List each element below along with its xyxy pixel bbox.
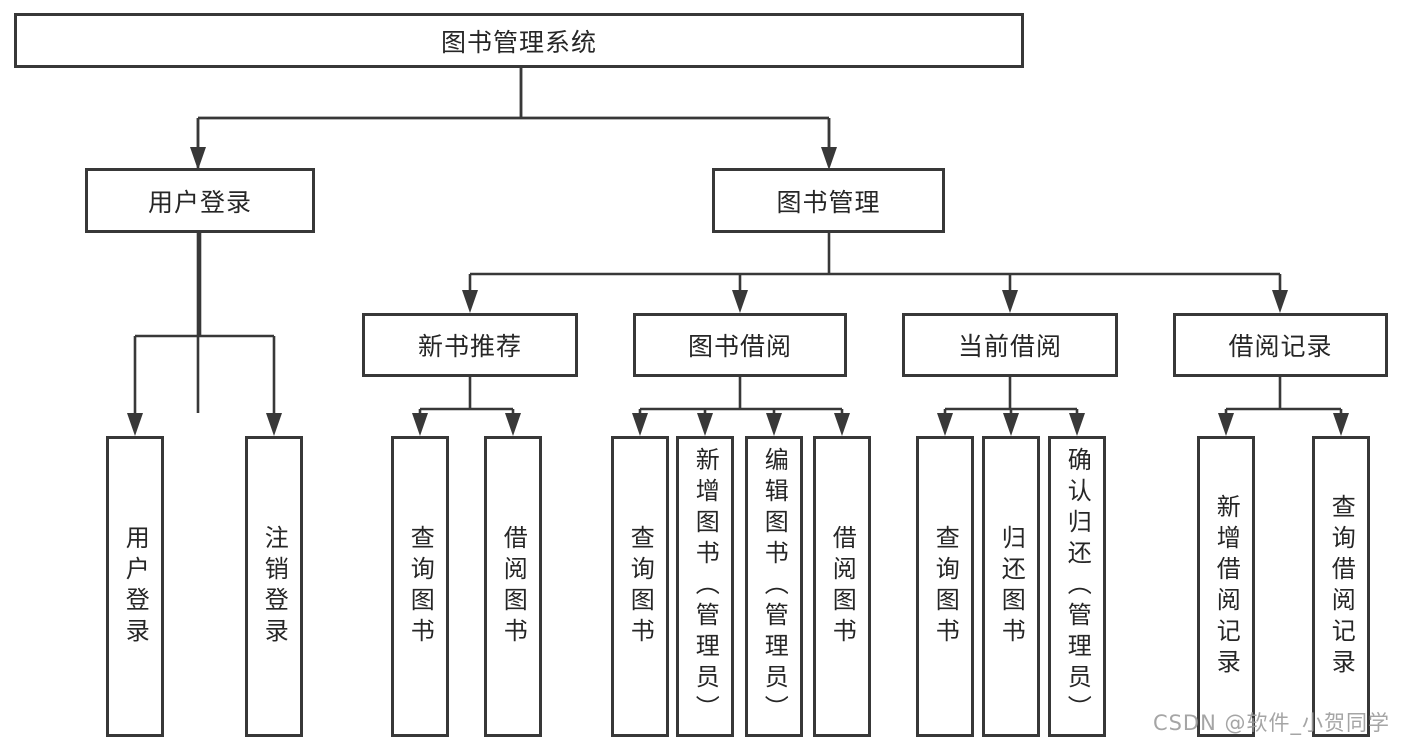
node-book-management-label: 图书管理: [776, 187, 881, 217]
node-user-login-label: 用户登录: [147, 187, 252, 217]
leaf-bb-borrow-book-label: 借阅图书: [828, 524, 857, 649]
leaf-bb-edit-book-label: 编辑图书（管理员）: [760, 447, 789, 726]
leaf-br-query-record: 查询借阅记录: [1312, 436, 1370, 737]
leaf-br-add-record-label: 新增借阅记录: [1212, 493, 1241, 680]
leaf-cb-query-book-label: 查询图书: [931, 524, 960, 649]
node-borrow-record: 借阅记录: [1173, 313, 1388, 377]
leaf-cb-query-book: 查询图书: [916, 436, 974, 737]
leaf-cb-confirm-return: 确认归还（管理员）: [1048, 436, 1106, 737]
leaf-user-login-label: 用户登录: [121, 524, 150, 649]
leaf-br-add-record: 新增借阅记录: [1197, 436, 1255, 737]
leaf-logout: 注销登录: [245, 436, 303, 737]
node-book-management: 图书管理: [712, 168, 945, 233]
leaf-cb-confirm-return-label: 确认归还（管理员）: [1063, 447, 1092, 726]
leaf-bb-query-book-label: 查询图书: [626, 524, 655, 649]
leaf-user-login: 用户登录: [106, 436, 164, 737]
node-borrow-record-label: 借阅记录: [1228, 332, 1333, 361]
leaf-cb-return-book-label: 归还图书: [997, 524, 1026, 649]
leaf-logout-label: 注销登录: [260, 524, 289, 649]
node-new-book-recommend-label: 新书推荐: [417, 332, 522, 361]
node-current-borrow: 当前借阅: [902, 313, 1118, 377]
arrowheads: [127, 147, 1349, 436]
leaf-nr-borrow-book: 借阅图书: [484, 436, 542, 737]
leaf-bb-add-book: 新增图书（管理员）: [676, 436, 734, 737]
leaf-bb-edit-book: 编辑图书（管理员）: [745, 436, 803, 737]
leaf-bb-borrow-book: 借阅图书: [813, 436, 871, 737]
leaf-nr-query-book-label: 查询图书: [406, 524, 435, 649]
node-book-borrow: 图书借阅: [633, 313, 847, 377]
node-user-login: 用户登录: [85, 168, 315, 233]
node-root-label: 图书管理系统: [440, 27, 597, 57]
node-new-book-recommend: 新书推荐: [362, 313, 578, 377]
leaf-cb-return-book: 归还图书: [982, 436, 1040, 737]
leaf-nr-query-book: 查询图书: [391, 436, 449, 737]
leaf-bb-add-book-label: 新增图书（管理员）: [691, 447, 720, 726]
watermark: CSDN @软件_小贺同学: [1152, 711, 1390, 735]
node-current-borrow-label: 当前借阅: [957, 332, 1062, 361]
leaf-br-query-record-label: 查询借阅记录: [1327, 493, 1356, 680]
leaf-bb-query-book: 查询图书: [611, 436, 669, 737]
leaf-nr-borrow-book-label: 借阅图书: [499, 524, 528, 649]
node-root: 图书管理系统: [14, 13, 1024, 68]
node-book-borrow-label: 图书借阅: [687, 332, 792, 361]
